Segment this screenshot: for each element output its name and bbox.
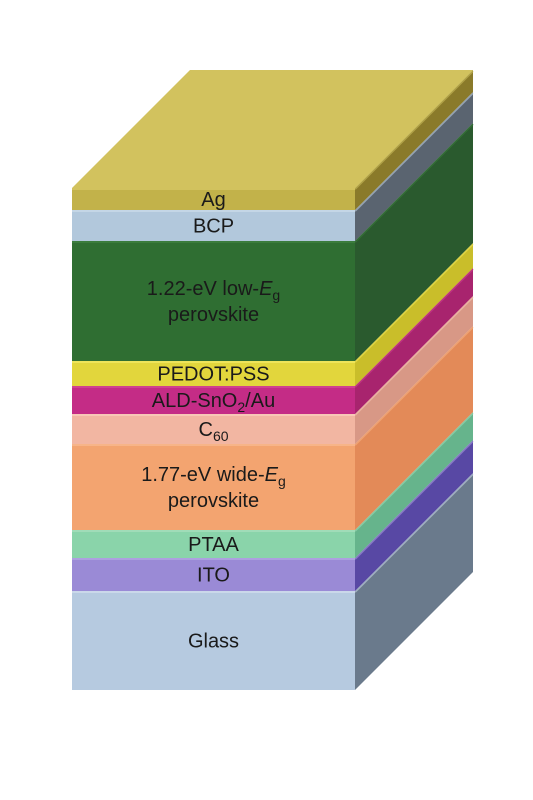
bcp-label-segment: BCP: [193, 216, 234, 238]
low-eg-perovskite-label-segment: E: [259, 278, 273, 300]
glass-front-face: [72, 591, 355, 690]
glass-label-segment: Glass: [188, 631, 239, 653]
ptaa-side-edge-highlight: [354, 412, 474, 532]
low-eg-perovskite-side-edge-highlight: [354, 123, 474, 243]
ito-side-edge-highlight: [354, 440, 474, 560]
low-eg-perovskite-front-face: [72, 241, 355, 361]
pedot-pss-side-edge-highlight: [354, 243, 474, 363]
ag-side-edge-highlight: [354, 70, 474, 190]
c60-side-edge-highlight: [354, 296, 474, 416]
pedot-pss-label-line-1: PEDOT:PSS: [157, 364, 269, 386]
bcp-label-line-1: BCP: [193, 216, 234, 238]
ag-top-face: [72, 70, 473, 188]
pedot-pss-front-face: [72, 361, 355, 386]
wide-eg-perovskite-label-line-2: perovskite: [168, 490, 259, 512]
ald-sno2-au-front-face: [72, 386, 355, 414]
ito-label-segment: ITO: [197, 565, 230, 587]
ald-sno2-au-label-line-1: ALD-SnO2/Au: [152, 390, 275, 415]
bcp-side-face: [355, 92, 473, 241]
pedot-pss-side-face: [355, 243, 473, 386]
low-eg-perovskite-side-face: [355, 123, 473, 361]
ito-front-face: [72, 558, 355, 591]
c60-label-segment: 60: [213, 428, 229, 444]
wide-eg-perovskite-side-edge-highlight: [354, 326, 474, 446]
low-eg-perovskite-label-line-2: perovskite: [168, 304, 259, 326]
wide-eg-perovskite-label-line-1: 1.77-eV wide-Eg: [141, 464, 286, 489]
ald-sno2-au-label-segment: /Au: [245, 390, 275, 412]
ag-label-segment: Ag: [201, 189, 225, 211]
ptaa-side-face: [355, 412, 473, 558]
glass-side-face: [355, 473, 473, 690]
low-eg-perovskite-label-segment: perovskite: [168, 304, 259, 326]
ald-sno2-au-side-face: [355, 268, 473, 414]
ag-front-face: [72, 188, 355, 210]
low-eg-perovskite-label-line-1: 1.22-eV low-Eg: [147, 278, 280, 303]
low-eg-perovskite-label-segment: g: [272, 287, 280, 303]
glass-label-line-1: Glass: [188, 631, 239, 653]
ag-side-face: [355, 70, 473, 210]
wide-eg-perovskite-label-segment: E: [265, 464, 279, 486]
ald-sno2-au-side-edge-highlight: [354, 268, 474, 388]
wide-eg-perovskite-front-face: [72, 444, 355, 530]
c60-label-segment: C: [198, 419, 212, 441]
wide-eg-perovskite-label-segment: perovskite: [168, 490, 259, 512]
low-eg-perovskite-label-segment: 1.22-eV low-: [147, 278, 259, 300]
bcp-side-edge-highlight: [354, 92, 474, 212]
ito-side-face: [355, 440, 473, 591]
ito-label-line-1: ITO: [197, 565, 230, 587]
ag-label-line-1: Ag: [201, 189, 225, 211]
c60-label-line-1: C60: [198, 419, 228, 444]
wide-eg-perovskite-label-segment: g: [278, 473, 286, 489]
glass-side-edge-highlight: [354, 473, 474, 593]
ald-sno2-au-label-segment: 2: [237, 399, 245, 415]
c60-side-face: [355, 296, 473, 444]
ptaa-front-face: [72, 530, 355, 558]
ptaa-label-line-1: PTAA: [188, 534, 239, 556]
wide-eg-perovskite-side-face: [355, 326, 473, 530]
wide-eg-perovskite-label-segment: 1.77-eV wide-: [141, 464, 264, 486]
c60-front-face: [72, 414, 355, 444]
ptaa-label-segment: PTAA: [188, 534, 239, 556]
bcp-front-face: [72, 210, 355, 241]
pedot-pss-label-segment: PEDOT:PSS: [157, 364, 269, 386]
ald-sno2-au-label-segment: ALD-SnO: [152, 390, 238, 412]
